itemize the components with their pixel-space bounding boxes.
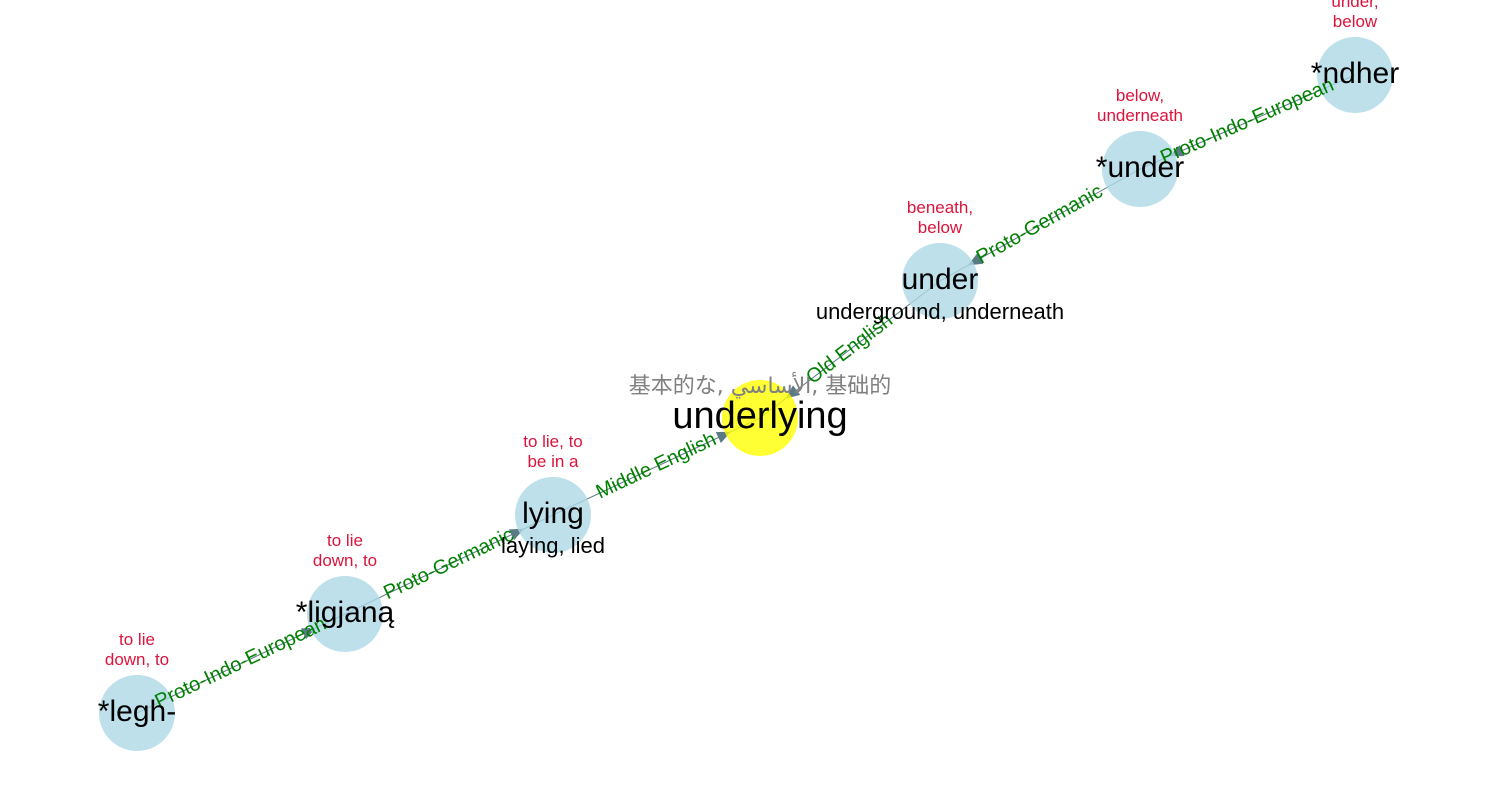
- node-circle: [1317, 37, 1393, 113]
- node-word: under: [902, 263, 979, 296]
- node-word: *ligjaną: [296, 596, 395, 629]
- node-gloss: below,: [1116, 86, 1164, 105]
- node-gloss: underneath: [1097, 106, 1183, 125]
- node-ligjana[interactable]: [307, 576, 383, 652]
- node-related-words: underground, underneath: [816, 299, 1064, 324]
- nodes-layer: [99, 37, 1393, 751]
- edge-label: Proto-Germanic: [973, 180, 1107, 268]
- node-circle: [99, 675, 175, 751]
- node-gloss: below: [918, 218, 963, 237]
- node-gloss: to lie: [327, 531, 363, 550]
- node-word: underlying: [672, 395, 847, 437]
- node-related-words: laying, lied: [501, 533, 605, 558]
- node-gloss: beneath,: [907, 198, 973, 217]
- node-word: *under: [1096, 151, 1184, 184]
- node-gloss: be in a: [527, 452, 579, 471]
- node-circle: [307, 576, 383, 652]
- node-lying[interactable]: [515, 477, 591, 553]
- edge-label: Middle English: [593, 428, 720, 503]
- node-word: *ndher: [1311, 57, 1399, 90]
- node-gloss: down, to: [105, 650, 169, 669]
- node-gloss: down, to: [313, 551, 377, 570]
- node-word: lying: [522, 497, 584, 530]
- node-legh[interactable]: [99, 675, 175, 751]
- node-gloss: to lie, to: [523, 432, 583, 451]
- node-circle: [1102, 131, 1178, 207]
- node-under[interactable]: [902, 243, 978, 319]
- node-under_pg[interactable]: [1102, 131, 1178, 207]
- node-gloss: below: [1333, 12, 1378, 31]
- node-circle: [515, 477, 591, 553]
- focus-node-circle: [722, 380, 798, 456]
- translations-text: 基本的な, الأساسي, 基础的: [629, 372, 892, 399]
- node-word: *legh-: [98, 695, 176, 728]
- edge-label: Proto-Germanic: [380, 524, 517, 605]
- node-gloss: to lie: [119, 630, 155, 649]
- node-circle: [902, 243, 978, 319]
- node-gloss: under,: [1331, 0, 1378, 11]
- node-underlying[interactable]: [722, 380, 798, 456]
- node-ndher[interactable]: [1317, 37, 1393, 113]
